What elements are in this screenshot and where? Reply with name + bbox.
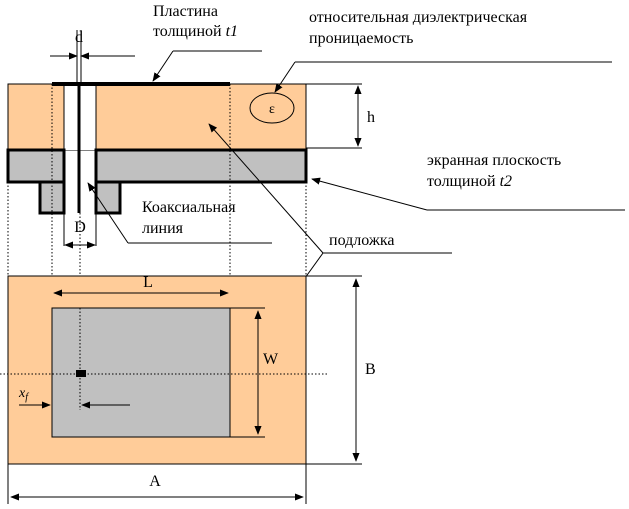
svg-text:B: B: [365, 361, 376, 378]
svg-text:толщиной t2: толщиной t2: [427, 173, 512, 190]
dimension-A: A: [7, 464, 307, 504]
svg-text:Пластина: Пластина: [153, 3, 218, 20]
ground-plane-right: [94, 148, 308, 184]
svg-text:экранная плоскость: экранная плоскость: [427, 152, 561, 169]
dimension-W: W: [230, 307, 279, 438]
svg-text:линия: линия: [142, 220, 184, 237]
svg-text:d: d: [75, 29, 83, 46]
dimension-B: B: [306, 275, 376, 465]
svg-text:A: A: [149, 473, 161, 490]
label-ground-plane: экранная плоскость толщиной t2: [311, 152, 625, 211]
svg-text:относительная диэлектрическая: относительная диэлектрическая: [309, 9, 528, 26]
dimension-D: D: [64, 219, 96, 249]
label-substrate: подложка: [208, 123, 452, 315]
label-plate: Пластина толщиной t1: [152, 3, 262, 82]
feed-point: [76, 370, 86, 377]
top-view: [0, 275, 328, 465]
svg-text:L: L: [143, 274, 153, 291]
dimension-h: h: [306, 83, 375, 149]
svg-text:D: D: [74, 219, 86, 236]
permittivity-ellipse: [249, 92, 295, 124]
svg-text:толщиной t1: толщиной t1: [153, 23, 238, 40]
dimension-d: d: [50, 29, 135, 60]
dimension-L: L: [53, 274, 229, 297]
dimension-xf: xf: [18, 386, 130, 409]
svg-text:проницаемость: проницаемость: [309, 30, 413, 47]
svg-text:подложка: подложка: [329, 232, 395, 249]
svg-text:W: W: [263, 351, 279, 368]
label-coax: Коаксиальная линия: [87, 182, 272, 244]
label-permittivity: относительная диэлектрическая проницаемо…: [274, 9, 612, 93]
epsilon-symbol: ε: [269, 102, 275, 117]
side-view: ε: [6, 30, 308, 246]
ground-plane-left: [6, 148, 66, 184]
svg-text:xf: xf: [18, 386, 29, 403]
coax-shield-right: [94, 180, 122, 215]
svg-text:Коаксиальная: Коаксиальная: [142, 199, 236, 216]
substrate-side: [7, 83, 307, 151]
svg-text:h: h: [367, 109, 375, 126]
